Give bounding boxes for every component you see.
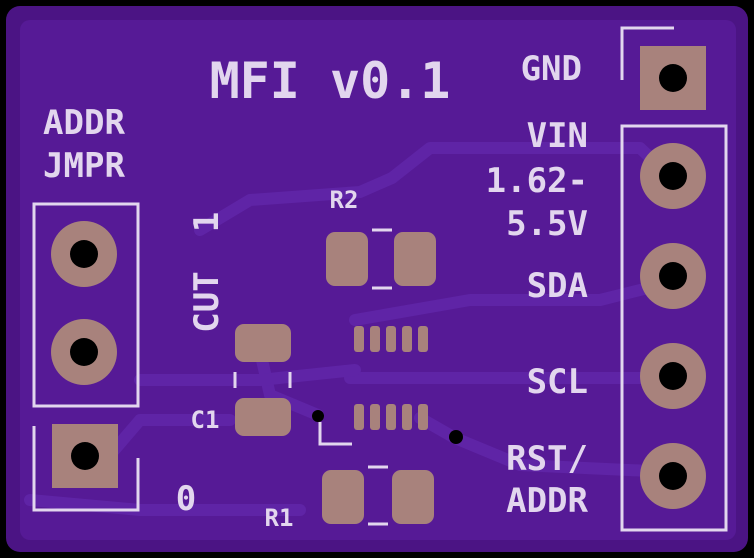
jumper-zero-marker [32,426,140,512]
vin-range-line2: 5.5V [506,204,588,244]
silkscreen-outlines [32,26,728,532]
scl-label: SCL [527,362,588,402]
r2-pad-right [394,232,436,286]
gnd-label: GND [521,49,582,89]
jumper-one-label: 1 [187,212,227,232]
jumper-drill-2 [70,338,98,366]
via [449,430,463,444]
jumper-drill-0 [71,442,99,470]
ic-pad-top-3 [386,326,396,352]
rst-label-line2: ADDR [506,481,588,521]
addr-label-line2: JMPR [43,146,125,186]
c1-label: C1 [191,406,220,434]
ic-pad-top-2 [370,326,380,352]
ic-pin1-marker [318,422,352,446]
rst-drill [659,462,687,490]
ic-pin1-dot [312,410,324,422]
jumper-zero-label: 0 [176,479,196,519]
r2-pad-left [326,232,368,286]
gnd-drill [659,64,687,92]
copper-traces [24,142,678,516]
ic-pad-bottom-3 [386,404,396,430]
vin-label: VIN [527,116,588,156]
ic-pad-bottom-4 [402,404,412,430]
addr-label-line1: ADDR [43,103,125,143]
vin-drill [659,162,687,190]
jumper-cut-label: CUT [187,271,227,332]
ic-pad-bottom-2 [370,404,380,430]
r1-label: R1 [265,504,294,532]
jumper-drill-1 [70,240,98,268]
r1-pad-right [392,470,434,524]
ic-pad-bottom-1 [354,404,364,430]
addr-jumper-pads [51,221,118,488]
addr-jumper-outline [32,202,140,408]
board-title: MFI v0.1 [210,52,451,110]
gnd-header-marker [620,26,674,80]
sda-label: SDA [527,266,588,306]
header-pads [640,46,706,509]
smd-pads [235,232,436,524]
ic-pad-top-4 [402,326,412,352]
ic-pad-top-5 [418,326,428,352]
ic-pad-top-1 [354,326,364,352]
c1-pad-top [235,324,291,362]
rst-label-line1: RST/ [506,439,588,479]
vin-range-line1: 1.62- [486,161,588,201]
r1-pad-left [322,470,364,524]
r2-label: R2 [330,186,359,214]
silkscreen-text: MFI v0.1 ADDR JMPR GND VIN 1.62- 5.5V SD… [43,49,588,532]
header-outline [620,124,728,532]
sda-drill [659,262,687,290]
scl-drill [659,362,687,390]
ic-pad-bottom-5 [418,404,428,430]
c1-pad-bottom [235,398,291,436]
